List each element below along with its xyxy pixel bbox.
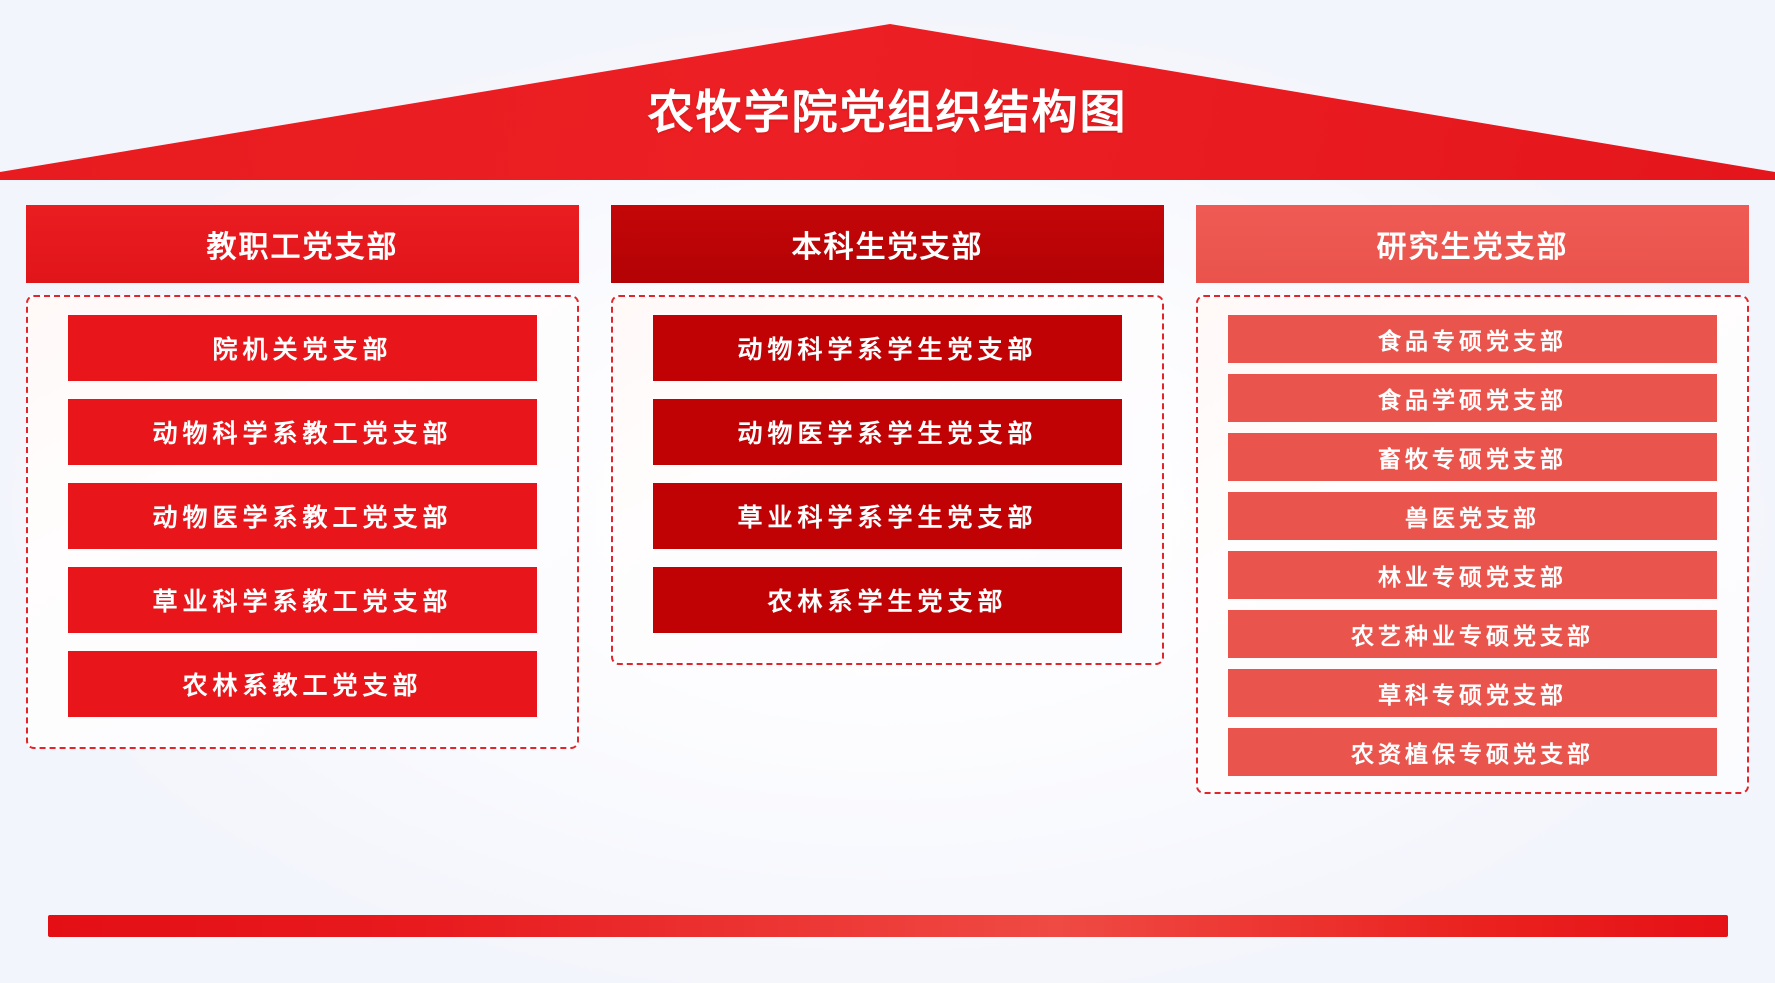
column-faculty: 教职工党支部 院机关党支部 动物科学系教工党支部 动物医学系教工党支部 草业科学… [26,205,579,749]
column-header-faculty: 教职工党支部 [26,205,579,283]
branch-item[interactable]: 草科专硕党支部 [1228,669,1717,717]
branch-item[interactable]: 食品学硕党支部 [1228,374,1717,422]
branch-item[interactable]: 草业科学系学生党支部 [653,483,1122,549]
roof-banner: 农牧学院党组织结构图 [0,0,1775,180]
base-bar [48,915,1728,937]
branch-item[interactable]: 动物医学系学生党支部 [653,399,1122,465]
branch-item[interactable]: 动物科学系教工党支部 [68,399,537,465]
branch-item[interactable]: 食品专硕党支部 [1228,315,1717,363]
branch-item[interactable]: 草业科学系教工党支部 [68,567,537,633]
column-body-graduate: 食品专硕党支部 食品学硕党支部 畜牧专硕党支部 兽医党支部 林业专硕党支部 农艺… [1196,295,1749,794]
branch-item[interactable]: 兽医党支部 [1228,492,1717,540]
branch-item[interactable]: 畜牧专硕党支部 [1228,433,1717,481]
branch-item[interactable]: 动物科学系学生党支部 [653,315,1122,381]
branch-item[interactable]: 动物医学系教工党支部 [68,483,537,549]
branch-item[interactable]: 农林系学生党支部 [653,567,1122,633]
org-chart-columns: 教职工党支部 院机关党支部 动物科学系教工党支部 动物医学系教工党支部 草业科学… [0,205,1775,885]
branch-item[interactable]: 农资植保专硕党支部 [1228,728,1717,776]
branch-item[interactable]: 农林系教工党支部 [68,651,537,717]
branch-item[interactable]: 林业专硕党支部 [1228,551,1717,599]
branch-item[interactable]: 院机关党支部 [68,315,537,381]
column-header-undergraduate: 本科生党支部 [611,205,1164,283]
column-body-undergraduate: 动物科学系学生党支部 动物医学系学生党支部 草业科学系学生党支部 农林系学生党支… [611,295,1164,665]
column-body-faculty: 院机关党支部 动物科学系教工党支部 动物医学系教工党支部 草业科学系教工党支部 … [26,295,579,749]
branch-item[interactable]: 农艺种业专硕党支部 [1228,610,1717,658]
page-title: 农牧学院党组织结构图 [647,86,1128,138]
column-graduate: 研究生党支部 食品专硕党支部 食品学硕党支部 畜牧专硕党支部 兽医党支部 林业专… [1196,205,1749,794]
column-header-graduate: 研究生党支部 [1196,205,1749,283]
column-undergraduate: 本科生党支部 动物科学系学生党支部 动物医学系学生党支部 草业科学系学生党支部 … [611,205,1164,665]
